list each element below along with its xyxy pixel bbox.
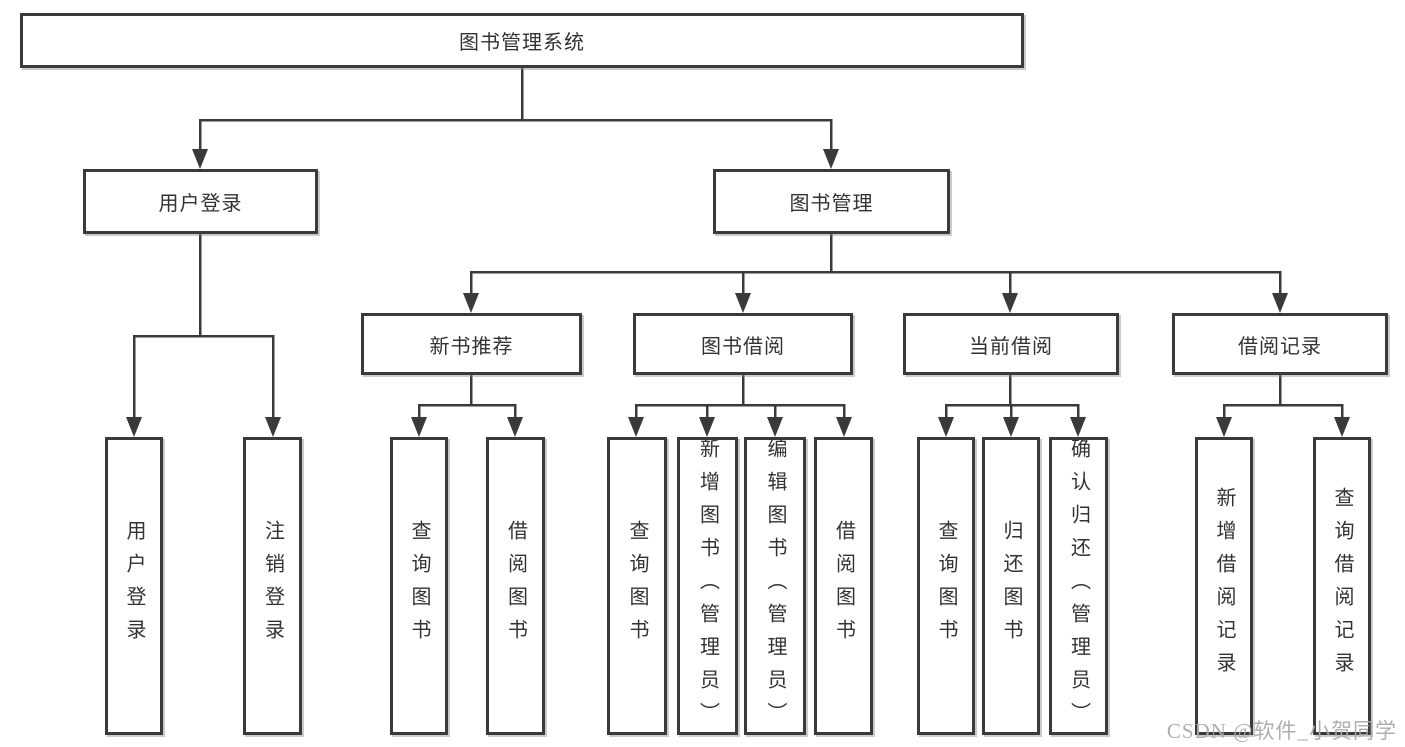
leaf-confirm-return-admin: 确认归还（管理员）: [1049, 437, 1108, 735]
leaf-query-borrow-record: 查询借阅记录: [1313, 437, 1371, 735]
node-user-login: 用户登录: [83, 169, 318, 234]
csdn-watermark: CSDN @软件_小贺同学: [1166, 719, 1397, 743]
leaf-logout: 注销登录: [243, 437, 302, 735]
leaf-borrow-books: 借阅图书: [814, 437, 873, 735]
leaf-query-books-borrow: 查询图书: [607, 437, 667, 735]
leaf-add-book-admin: 新增图书（管理员）: [677, 437, 738, 735]
leaf-user-login: 用户登录: [105, 437, 163, 735]
node-current-borrow: 当前借阅: [903, 313, 1119, 375]
node-book-borrow: 图书借阅: [633, 313, 853, 375]
leaf-query-books-current: 查询图书: [917, 437, 975, 735]
node-new-book-recommend: 新书推荐: [361, 313, 582, 375]
leaf-borrow-books-recommend: 借阅图书: [486, 437, 545, 735]
arrowheads: [126, 149, 1350, 437]
node-book-management: 图书管理: [713, 169, 950, 234]
node-root: 图书管理系统: [20, 13, 1024, 68]
leaf-add-borrow-record: 新增借阅记录: [1195, 437, 1253, 735]
node-borrow-records: 借阅记录: [1172, 313, 1388, 375]
leaf-return-book: 归还图书: [982, 437, 1040, 735]
leaf-query-books-recommend: 查询图书: [390, 437, 448, 735]
leaf-edit-book-admin: 编辑图书（管理员）: [744, 437, 806, 735]
